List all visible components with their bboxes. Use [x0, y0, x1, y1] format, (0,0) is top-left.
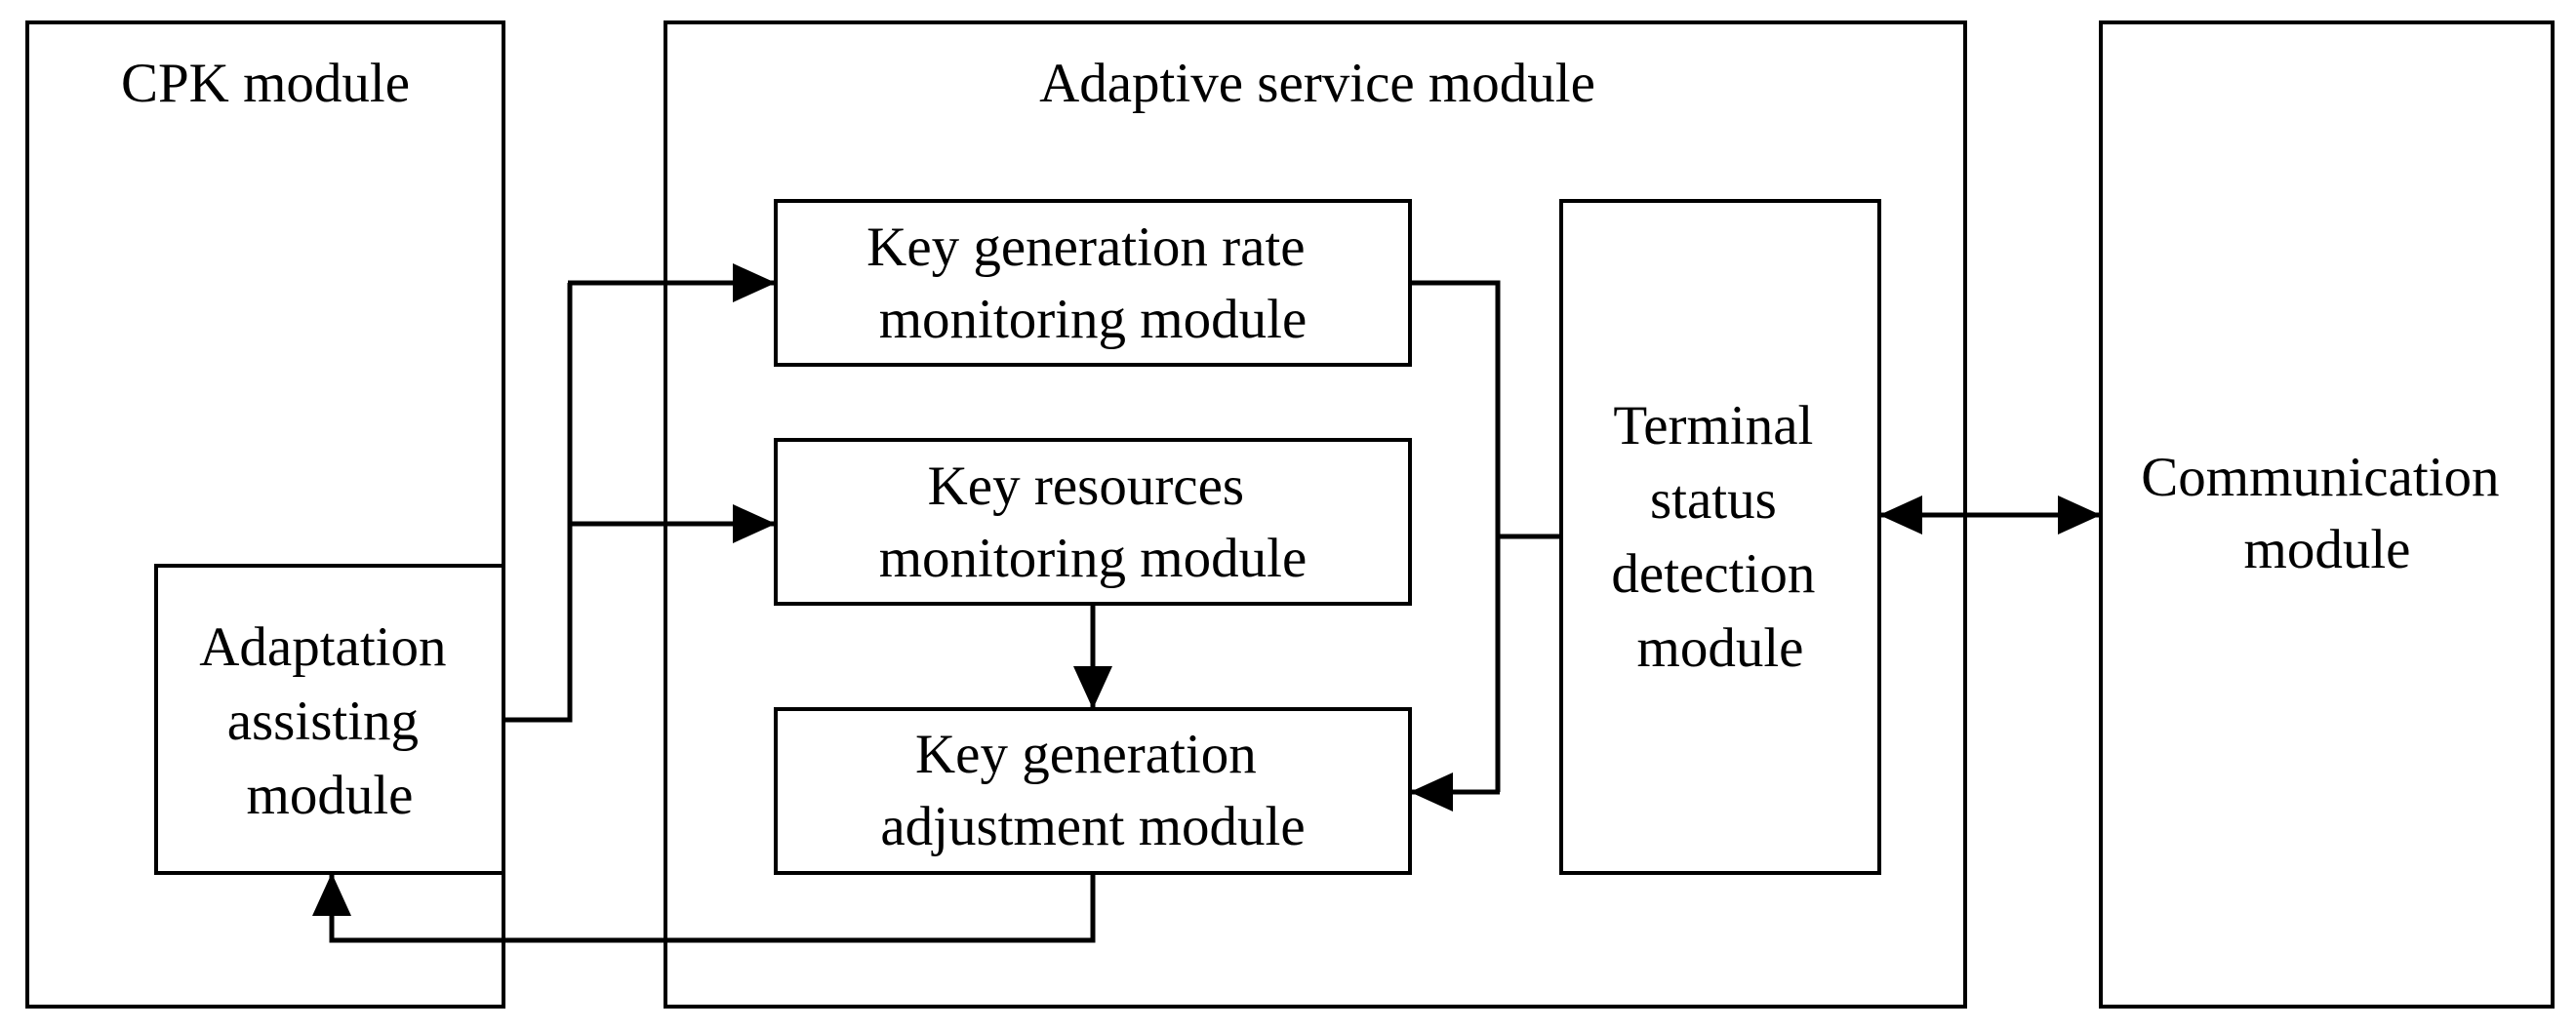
key-resources-line-2: monitoring module	[879, 528, 1308, 589]
communication-module-line-2: module	[2244, 519, 2411, 580]
key-generation-adjustment-module-label: Key generation adjustment module	[880, 724, 1305, 857]
adaptive-service-module-title: Adaptive service module	[1039, 53, 1595, 114]
adaptation-assisting-line-3: module	[247, 765, 414, 826]
key-resources-monitoring-module-label: Key resources monitoring module	[879, 456, 1308, 589]
communication-module-label: Communication module	[2141, 447, 2514, 580]
terminal-status-line-1: Terminal	[1613, 395, 1813, 456]
key-generation-adjustment-line-1: Key generation	[915, 724, 1257, 785]
terminal-status-detection-module-box	[1559, 199, 1881, 875]
adaptation-assisting-line-1: Adaptation	[199, 616, 446, 678]
terminal-status-line-2: status	[1650, 469, 1777, 531]
connector-adaptation-to-trunk	[503, 283, 573, 723]
key-generation-rate-line-2: monitoring module	[879, 289, 1308, 350]
communication-module-box	[2099, 20, 2555, 1009]
connector-adjustment-to-adaptation	[312, 873, 1096, 943]
connector-rate-monitoring-to-bus	[1410, 280, 1501, 792]
cpk-module-box	[25, 20, 505, 1009]
terminal-status-line-4: module	[1637, 617, 1804, 679]
key-resources-line-1: Key resources	[928, 456, 1244, 517]
terminal-status-detection-module-label: Terminal status detection module	[1611, 395, 1829, 679]
communication-module-line-1: Communication	[2141, 447, 2499, 508]
key-generation-rate-monitoring-module-label: Key generation rate monitoring module	[866, 217, 1319, 350]
key-generation-adjustment-line-2: adjustment module	[880, 796, 1305, 857]
adaptation-assisting-line-2: assisting	[227, 691, 419, 752]
cpk-module-title: CPK module	[121, 53, 410, 114]
terminal-status-line-3: detection	[1611, 543, 1815, 605]
adaptation-assisting-module-label: Adaptation assisting module	[199, 616, 461, 826]
key-generation-rate-line-1: Key generation rate	[866, 217, 1305, 278]
